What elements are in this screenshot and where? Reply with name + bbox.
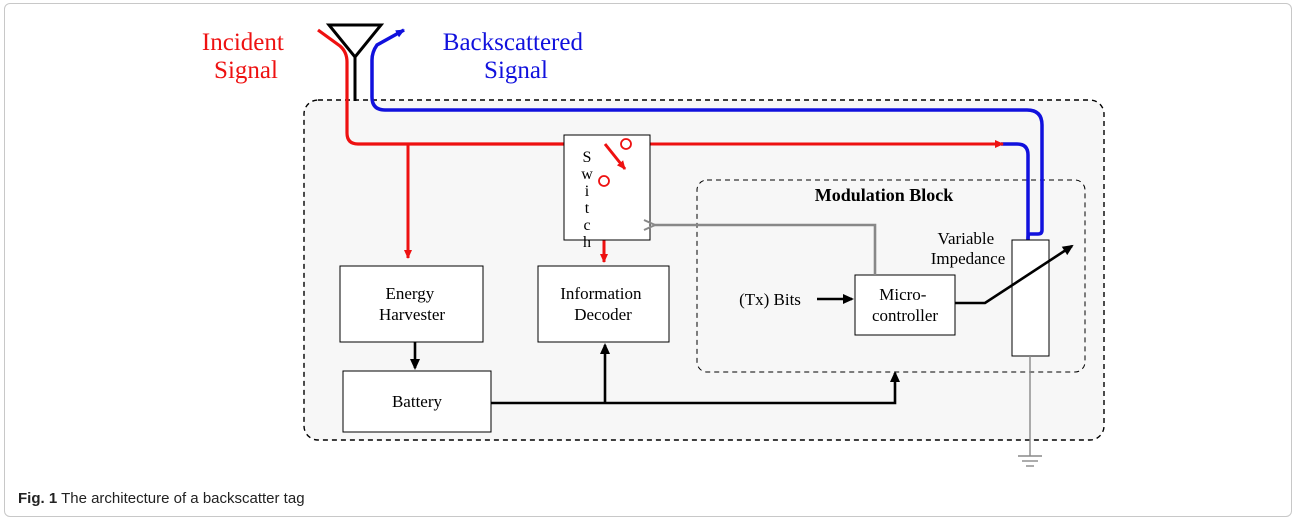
tag-boundary	[303, 99, 1105, 441]
switch-label: S w i t c h	[581, 149, 593, 251]
incident-signal-path	[317, 28, 626, 168]
battery-power-bus	[491, 371, 900, 405]
energy-harvester-box	[339, 265, 484, 343]
switch-letter: c	[583, 217, 590, 234]
microcontroller-box	[854, 274, 956, 336]
switch-letter: h	[583, 234, 591, 251]
switch-letter: i	[585, 183, 590, 200]
microcontroller-label: Micro- controller	[872, 285, 938, 325]
modulation-block-boundary	[696, 179, 1086, 373]
backscattered-signal-path-return	[370, 28, 1044, 240]
battery-label: Battery	[392, 392, 443, 411]
switch-letter: t	[585, 200, 590, 217]
switch-contact-bottom	[598, 175, 610, 187]
switch-box	[563, 134, 651, 241]
caption-text: The architecture of a backscatter tag	[61, 490, 305, 507]
modulation-block-title: Modulation Block	[815, 185, 954, 205]
figure-caption: Fig. 1 The architecture of a backscatter…	[18, 490, 305, 507]
energy-harvester-label: Energy Harvester	[379, 284, 445, 324]
battery-box	[342, 370, 492, 433]
switch-letter: S	[583, 149, 592, 166]
variable-impedance-label: Variable Impedance	[931, 229, 1006, 268]
variable-impedance-box	[1011, 239, 1050, 357]
ground-icon	[1018, 356, 1042, 467]
backscattered-signal-label: Backscattered Signal	[443, 29, 589, 84]
antenna-icon	[325, 23, 385, 101]
figure-number: Fig. 1	[18, 490, 58, 507]
switch-letter: w	[581, 166, 593, 183]
tx-bits-label: (Tx) Bits	[739, 290, 801, 309]
control-signal-path	[653, 225, 877, 275]
backscattered-signal-path	[1001, 142, 1030, 240]
switch-contact-top	[620, 138, 632, 150]
incident-signal-label: Incident Signal	[202, 29, 290, 84]
variable-impedance-arrow	[955, 244, 1074, 305]
switch-lever	[603, 143, 627, 170]
information-decoder-box	[537, 265, 670, 343]
information-decoder-label: Information Decoder	[560, 284, 645, 324]
